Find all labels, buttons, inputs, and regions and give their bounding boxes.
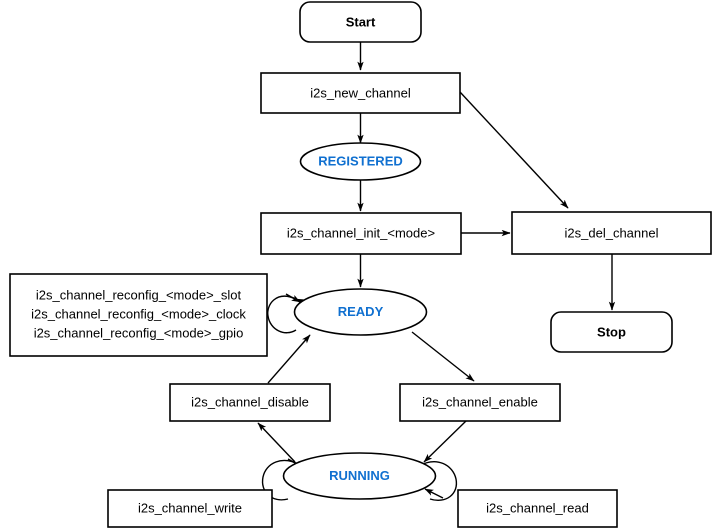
node-stop[interactable]: Stop xyxy=(550,311,673,353)
channel-write-box[interactable] xyxy=(107,489,273,528)
edge-ready-self-loop xyxy=(267,295,305,334)
channel-read-label: i2s_channel_read xyxy=(486,500,589,515)
edge-running-to-channel-disable xyxy=(257,422,296,463)
del-channel-box[interactable] xyxy=(511,211,712,255)
channel-write-label: i2s_channel_write xyxy=(138,500,242,515)
channel-init-box[interactable] xyxy=(260,212,462,255)
node-state-running[interactable]: RUNNING xyxy=(282,452,437,500)
channel-enable-label: i2s_channel_enable xyxy=(422,394,538,409)
node-new-channel[interactable]: i2s_new_channel xyxy=(260,72,461,114)
stop-label: Stop xyxy=(597,324,626,339)
channel-reconfig-box[interactable] xyxy=(9,273,268,357)
channel-reconfig-line-1: i2s_channel_reconfig_<mode>_slot xyxy=(36,287,242,302)
start-box[interactable] xyxy=(299,1,422,43)
channel-reconfig-line-2: i2s_channel_reconfig_<mode>_clock xyxy=(31,306,246,321)
ready-label: READY xyxy=(338,304,384,319)
node-channel-write[interactable]: i2s_channel_write xyxy=(107,489,273,528)
edge-channel-disable-to-ready xyxy=(267,334,311,384)
registered-label: REGISTERED xyxy=(318,153,403,168)
stop-box[interactable] xyxy=(550,311,673,353)
node-channel-reconfig[interactable]: i2s_channel_reconfig_<mode>_slot i2s_cha… xyxy=(9,273,268,357)
node-channel-enable[interactable]: i2s_channel_enable xyxy=(399,383,561,422)
running-ellipse[interactable] xyxy=(282,452,437,500)
node-channel-init[interactable]: i2s_channel_init_<mode> xyxy=(260,212,462,255)
node-del-channel[interactable]: i2s_del_channel xyxy=(511,211,712,255)
edge-channel-enable-to-running xyxy=(423,420,467,463)
channel-init-label: i2s_channel_init_<mode> xyxy=(287,225,435,240)
edge-ready-self-loop-arrowhead xyxy=(285,293,301,303)
channel-disable-label: i2s_channel_disable xyxy=(191,394,309,409)
channel-disable-box[interactable] xyxy=(169,383,331,422)
ready-ellipse[interactable] xyxy=(293,288,428,336)
edge-ready-to-channel-enable xyxy=(411,331,475,382)
running-label: RUNNING xyxy=(329,468,390,483)
edge-new-channel-to-del-channel xyxy=(459,91,569,209)
edge-running-self-loop-read-arrowhead xyxy=(424,488,444,499)
channel-enable-box[interactable] xyxy=(399,383,561,422)
registered-ellipse[interactable] xyxy=(299,142,422,181)
channel-reconfig-line-3: i2s_channel_reconfig_<mode>_gpio xyxy=(34,325,244,340)
new-channel-box[interactable] xyxy=(260,72,461,114)
new-channel-label: i2s_new_channel xyxy=(310,85,411,100)
node-state-ready[interactable]: READY xyxy=(293,288,428,336)
node-channel-read[interactable]: i2s_channel_read xyxy=(457,489,618,528)
start-label: Start xyxy=(346,14,376,29)
node-start[interactable]: Start xyxy=(299,1,422,43)
channel-read-box[interactable] xyxy=(457,489,618,528)
del-channel-label: i2s_del_channel xyxy=(565,225,659,240)
node-state-registered[interactable]: REGISTERED xyxy=(299,142,422,181)
node-channel-disable[interactable]: i2s_channel_disable xyxy=(169,383,331,422)
edge-running-self-loop-write xyxy=(261,459,301,501)
edge-running-self-loop-read xyxy=(418,461,458,501)
